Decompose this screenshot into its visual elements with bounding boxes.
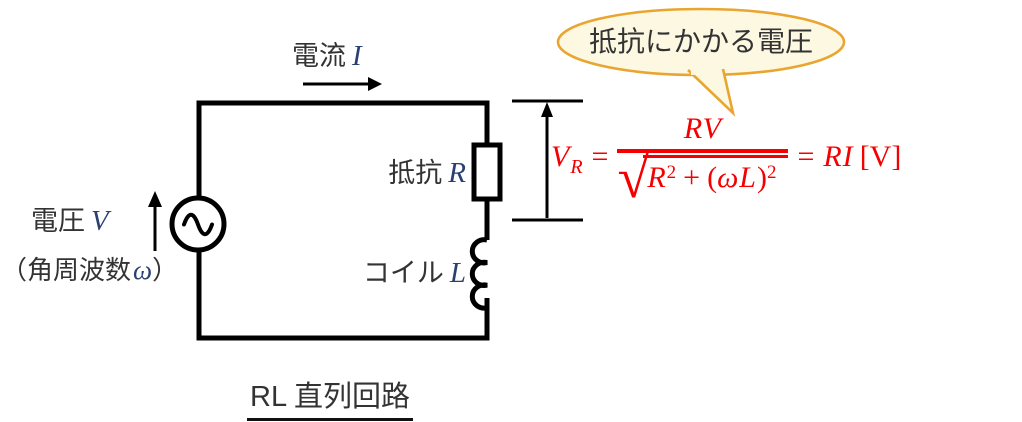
fraction-bar xyxy=(617,149,789,153)
voltage-label-text: 電圧 xyxy=(31,206,85,236)
formula-rhs: RI xyxy=(823,139,854,173)
bottom-wire xyxy=(196,250,490,341)
open-paren: ( xyxy=(707,161,718,194)
voltage-arrow-icon xyxy=(148,191,162,251)
bubble-label: 抵抗にかかる電圧 xyxy=(588,26,813,57)
resistor-symbol xyxy=(471,142,503,202)
radicand-r-exponent: 2 xyxy=(666,162,677,183)
current-label-text: 電流 xyxy=(292,41,346,71)
resistor-label-text: 抵抗 xyxy=(388,158,443,188)
plus-sign: + xyxy=(683,161,701,194)
formula-unit: [V] xyxy=(859,139,902,173)
formula-lhs: VR xyxy=(551,139,583,177)
radicand-r: R xyxy=(647,161,667,194)
vr-formula: VR = RV √ R2+(ωL)2 = RI [V] xyxy=(551,112,902,210)
vr-arrow-icon xyxy=(541,102,553,117)
close-paren: ) xyxy=(756,161,767,194)
vr-subscript: R xyxy=(570,155,583,178)
vr-base: V xyxy=(551,139,571,173)
angular-suffix: ） xyxy=(152,255,179,285)
left-top-wire xyxy=(196,100,490,198)
resistor-variable: R xyxy=(448,157,466,189)
current-variable: I xyxy=(352,40,362,72)
angular-variable: ω xyxy=(133,255,153,285)
equals-sign-2: = xyxy=(797,139,815,173)
vr-bracket xyxy=(512,99,583,222)
figure-caption: RL 直列回路 xyxy=(247,373,414,421)
voltage-variable: V xyxy=(91,205,109,237)
equals-sign-1: = xyxy=(591,139,609,173)
bubble-tail xyxy=(687,68,736,117)
radicand-omega-l: ωL xyxy=(717,161,757,194)
angular-prefix: （角周波数 xyxy=(1,255,132,285)
sine-wave-icon xyxy=(182,212,214,237)
angular-frequency-label: （角周波数ω） xyxy=(1,255,178,286)
fraction-numerator: RV xyxy=(683,112,722,145)
coil-variable: L xyxy=(449,257,466,289)
coil-label-text: コイル xyxy=(362,258,444,288)
inductor-symbol xyxy=(469,237,488,311)
radicand: R2+(ωL)2 xyxy=(643,155,789,198)
radical-sign: √ xyxy=(617,145,650,210)
paren-exponent: 2 xyxy=(766,162,777,183)
current-arrow-icon xyxy=(303,77,382,91)
speech-bubble xyxy=(556,7,846,117)
fraction: RV √ R2+(ωL)2 xyxy=(617,112,789,210)
fraction-denominator: √ R2+(ωL)2 xyxy=(617,145,789,210)
